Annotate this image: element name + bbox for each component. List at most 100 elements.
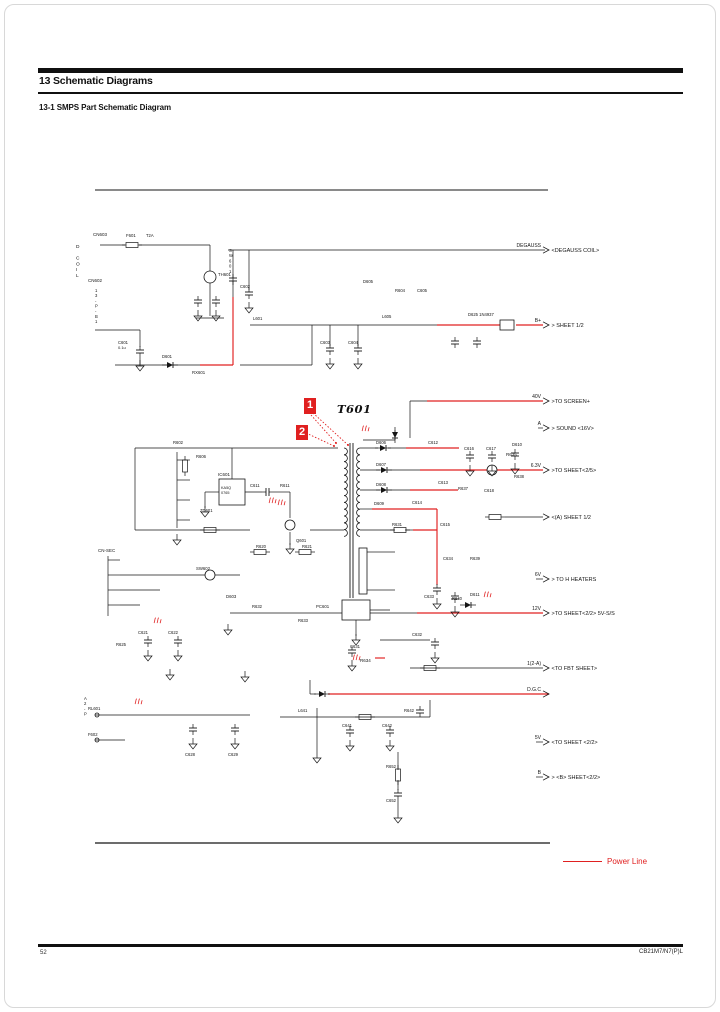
ground-icon <box>173 655 183 662</box>
component-label: C632 <box>412 632 423 637</box>
connector-label: >TO SHEET<2/5> <box>552 468 597 474</box>
component-label: C618 <box>484 488 495 493</box>
connector-arrow-icon <box>542 575 550 583</box>
resistor <box>395 768 401 782</box>
ground-icon <box>143 655 153 662</box>
ground-icon <box>432 603 442 610</box>
connector-tag: 5V <box>535 735 542 741</box>
resistor <box>298 549 312 555</box>
ground-icon <box>393 817 403 824</box>
component-label: C603 <box>320 340 331 345</box>
component-label: R633 <box>298 618 309 623</box>
connector-tag: 1(2-A) <box>527 661 541 667</box>
connector-label: <TO SHEET <2/2> <box>552 740 598 746</box>
component-label: CN602 <box>88 278 103 283</box>
connector-label: > TO H HEATERS <box>552 577 597 583</box>
diode <box>380 445 386 451</box>
diode <box>381 487 387 493</box>
connector-label: > <B> SHEET<2/2> <box>552 775 601 781</box>
component-label: R632 <box>252 604 263 609</box>
connector-label: >TO SHEET<2/2> 5V-S/S <box>552 611 616 617</box>
component-label: R638 <box>514 474 525 479</box>
ground-icon <box>230 743 240 750</box>
component-label: F602 <box>88 732 98 737</box>
component-label: TH601 <box>218 272 232 277</box>
component-label: D605 <box>363 279 374 284</box>
connector-label: > SOUND <16V> <box>552 426 594 432</box>
footer-rule <box>38 944 683 947</box>
component-label: C613 <box>438 480 449 485</box>
component-label: D625 1N4937 <box>468 312 495 317</box>
ic-box <box>218 478 246 506</box>
connector-arrow-icon <box>542 513 550 521</box>
callout-leader <box>333 445 335 447</box>
component-label: R635 <box>506 452 517 457</box>
component-label: D609 <box>374 501 385 506</box>
ground-icon <box>510 468 520 475</box>
component-label: RX601 <box>192 370 206 375</box>
diode <box>381 467 387 473</box>
resistor <box>488 514 502 520</box>
safety-warning-icon <box>361 425 370 432</box>
component-label: C612 <box>428 440 439 445</box>
component-label: ZD601 <box>200 508 213 513</box>
ground-icon <box>450 611 460 618</box>
ic-box <box>499 319 515 331</box>
transistor-icon <box>204 569 216 581</box>
component-label: T2A <box>146 233 154 238</box>
ground-icon <box>165 674 175 681</box>
connector-label: > SHEET 1/2 <box>552 323 584 329</box>
footer-doc-code: CB21M7/N7(P)L <box>638 949 683 955</box>
transistor-icon <box>94 712 100 718</box>
connector-arrow-icon <box>542 466 550 474</box>
connector-label: <DEGAUSS COIL> <box>552 248 600 254</box>
callout-leader <box>310 414 337 444</box>
component-label: R642 <box>404 708 415 713</box>
callout-leader <box>347 444 349 446</box>
ground-icon <box>223 629 233 636</box>
component-label: RL601 <box>88 706 101 711</box>
component-label: C602 <box>240 284 251 289</box>
transistor-icon <box>284 519 296 531</box>
ground-icon <box>351 639 361 646</box>
ground-icon <box>345 745 355 752</box>
ground-icon <box>347 665 357 672</box>
ground-icon <box>385 745 395 752</box>
component-label: C614 <box>412 500 423 505</box>
component-label: C634 <box>443 556 454 561</box>
header-rule <box>38 92 683 94</box>
ground-icon <box>430 657 440 664</box>
connector-arrow-icon <box>542 246 550 254</box>
connector-tag: 6V <box>535 572 542 578</box>
component-label: 0.1u <box>118 345 126 350</box>
callout-1-badge: 1 <box>304 398 316 414</box>
component-label: C622 <box>168 630 179 635</box>
component-label: C652 <box>386 798 397 803</box>
ground-icon <box>325 363 335 370</box>
safety-warning-icon <box>483 591 492 598</box>
component-label: R602 <box>173 440 184 445</box>
power-line-label: Power Line <box>607 857 648 866</box>
connector-arrow-icon <box>542 321 550 329</box>
connector-arrow-icon <box>542 397 550 405</box>
component-label: C611 <box>250 483 260 488</box>
diode <box>392 432 398 438</box>
ground-icon <box>188 743 198 750</box>
ground-icon <box>312 757 322 764</box>
component-label: D606 <box>376 440 387 445</box>
component-label: Q601 <box>296 538 307 543</box>
ground-icon <box>487 470 497 477</box>
component-label: R639 <box>470 556 481 561</box>
power-line-legend: Power Line <box>563 857 647 866</box>
connector-arrow-icon <box>542 738 550 746</box>
connector-tag: B+ <box>535 318 541 324</box>
transformer-winding <box>343 447 348 537</box>
component-label: CN603 <box>93 232 108 237</box>
component-label: C633 <box>424 594 435 599</box>
component-label: C629 <box>228 752 239 757</box>
header-bar <box>38 68 683 73</box>
ground-icon <box>135 365 145 372</box>
